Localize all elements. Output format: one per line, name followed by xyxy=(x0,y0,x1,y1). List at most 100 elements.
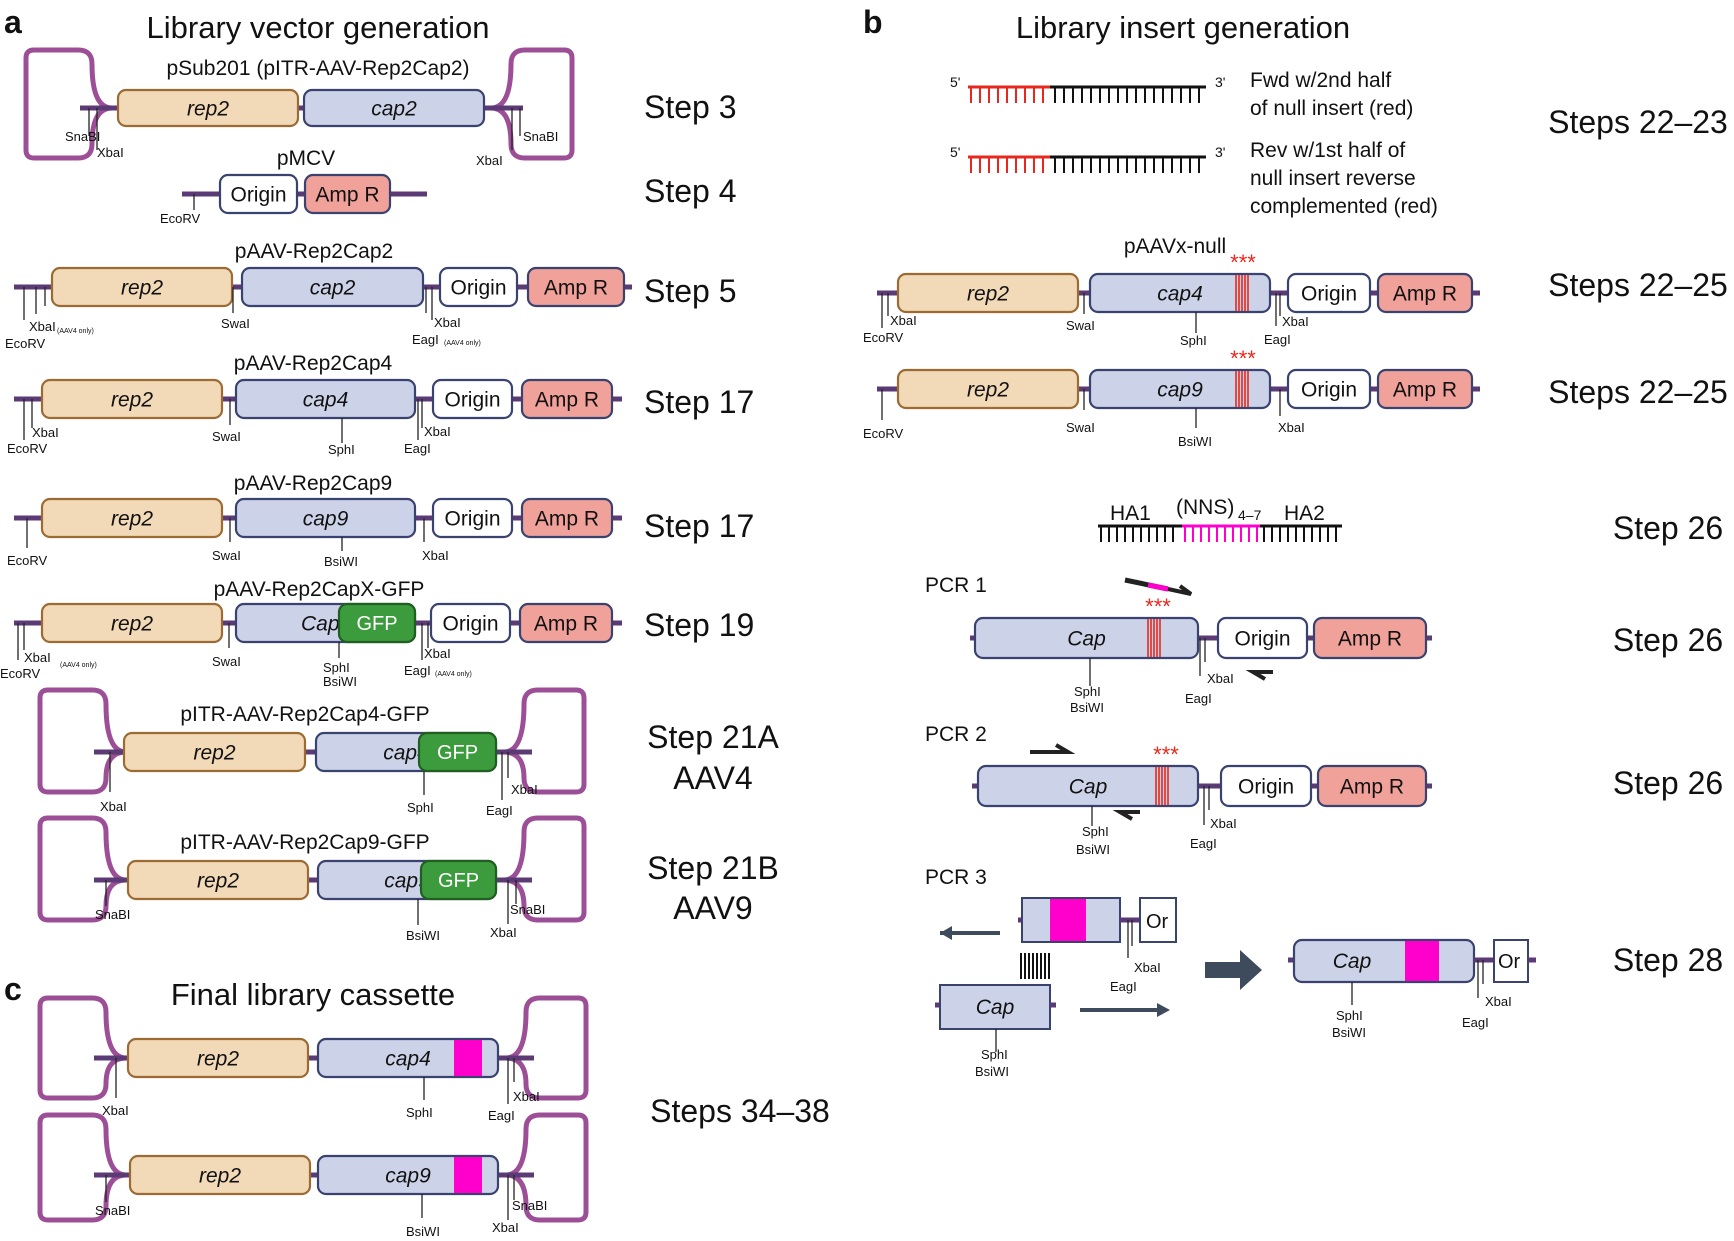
rep2-gene xyxy=(40,602,224,644)
restriction-site-label: XbaI xyxy=(1207,671,1234,686)
restriction-site-label: SnaBI xyxy=(512,1198,547,1213)
cap-gene-label: cap4 xyxy=(383,742,429,765)
rep2-gene-label: rep2 xyxy=(187,98,229,121)
restriction-site-label: SphI xyxy=(1180,333,1207,348)
rep2-gene xyxy=(40,378,224,420)
restriction-site-label: SphI xyxy=(407,800,434,815)
rep2-gene xyxy=(122,731,307,773)
restriction-site-label: XbaI xyxy=(1134,960,1161,975)
origin-box xyxy=(1286,368,1372,410)
restriction-site-label: XbaI xyxy=(100,799,127,814)
cap-label: Cap xyxy=(976,996,1015,1019)
restriction-site-label: EagI xyxy=(404,663,431,678)
cap-gene-label: cap9 xyxy=(385,1165,431,1188)
restriction-site-label: BsiWI xyxy=(406,928,440,943)
restriction-site-label: XbaI xyxy=(890,313,917,328)
itr-hairpin-right xyxy=(535,687,587,795)
restriction-site-label: XbaI xyxy=(24,650,51,665)
nns-subscript: 4–7 xyxy=(1238,507,1262,523)
variable-region xyxy=(1050,899,1086,941)
restriction-site-label: SnaBI xyxy=(65,129,100,144)
restriction-site-label: XbaI xyxy=(102,1103,129,1118)
origin-box xyxy=(1219,764,1313,808)
origin-box-label: Origin xyxy=(444,389,500,412)
restriction-site-label: SwaI xyxy=(1066,318,1095,333)
restriction-site-label: XbaI xyxy=(1485,994,1512,1009)
restriction-site-label: SnaBI xyxy=(95,907,130,922)
restriction-site-label: SphI xyxy=(406,1105,433,1120)
rep2-gene xyxy=(896,272,1080,314)
origin-box xyxy=(218,173,299,215)
variable-region xyxy=(1405,941,1439,981)
construct-title: pAAV-Rep2Cap2 xyxy=(235,240,393,263)
panel-title-a: Library vector generation xyxy=(147,10,490,45)
rep2-gene-label: rep2 xyxy=(111,613,153,636)
primer-end-label: 5' xyxy=(950,144,960,160)
primer-description: Fwd w/2nd half xyxy=(1250,69,1391,92)
cap-gene-label: cap4 xyxy=(1157,283,1203,306)
homology-arm-label: HA2 xyxy=(1284,502,1325,525)
itr-hairpin-right xyxy=(493,995,543,1061)
homology-arm-label: HA1 xyxy=(1110,502,1151,525)
restriction-site-label: XbaI xyxy=(1278,420,1305,435)
cap-gene-label: cap9 xyxy=(1157,379,1203,402)
ampr-box-label: Amp R xyxy=(1340,776,1404,799)
panel-letter-a: a xyxy=(4,4,22,40)
restriction-site-label: XbaI xyxy=(424,646,451,661)
primer-description: null insert reverse xyxy=(1250,167,1416,190)
itr-hairpin-left xyxy=(37,995,95,1101)
extension-arrow xyxy=(940,926,952,940)
construct-title: pAAV-Rep2Cap4 xyxy=(234,352,393,375)
construct-title: pITR-AAV-Rep2Cap9-GFP xyxy=(180,831,429,854)
cap-gene-label: cap4 xyxy=(303,389,349,412)
step-label: Step 17 xyxy=(644,384,754,420)
restriction-site-label: EagI xyxy=(1190,836,1217,851)
restriction-site-label: EagI xyxy=(1110,979,1137,994)
origin-partial-label: Or xyxy=(1498,951,1521,973)
restriction-site-label: XbaI xyxy=(29,319,56,334)
restriction-site-label: SwaI xyxy=(1066,420,1095,435)
restriction-site-label: EcoRV xyxy=(863,330,904,345)
rep2-gene xyxy=(128,1154,312,1196)
primer-end-label: 3' xyxy=(1215,74,1225,90)
origin-partial-label: Or xyxy=(1146,911,1169,933)
primer-arrow xyxy=(1245,670,1273,681)
restriction-site-label: XbaI xyxy=(513,1089,540,1104)
ampr-box-label: Amp R xyxy=(544,277,608,300)
cap-gene xyxy=(234,497,417,539)
cap-gene-label: Cap xyxy=(1069,776,1108,799)
restriction-site-label: EagI xyxy=(404,441,431,456)
step-label: Step 3 xyxy=(644,89,737,125)
rep2-gene-label: rep2 xyxy=(967,283,1009,306)
origin-box-label: Origin xyxy=(1234,628,1290,651)
ampr-box xyxy=(1376,368,1474,410)
step-label: Steps 22–25 xyxy=(1548,374,1728,410)
restriction-site-label: EcoRV xyxy=(5,336,46,351)
pcr3-fragment xyxy=(939,984,1051,1030)
restriction-site-label: SnaBI xyxy=(523,129,558,144)
origin-box-label: Origin xyxy=(450,277,506,300)
rep2-gene-label: rep2 xyxy=(199,1165,241,1188)
origin-box xyxy=(438,266,519,308)
ampr-box xyxy=(1316,764,1428,808)
cap-gene-label: Cap xyxy=(1067,628,1106,651)
origin-box xyxy=(431,378,514,420)
origin-box xyxy=(1216,616,1309,660)
origin-box-label: Origin xyxy=(1301,283,1357,306)
step-label: Steps 34–38 xyxy=(650,1093,830,1129)
cap-gene xyxy=(234,378,417,420)
step-label: Step 28 xyxy=(1613,942,1723,978)
step-label: Step 19 xyxy=(644,607,754,643)
itr-hairpin-left xyxy=(37,815,95,923)
rep2-gene xyxy=(40,497,224,539)
rep2-gene xyxy=(126,1037,310,1079)
step-label: Step 17 xyxy=(644,508,754,544)
itr-hairpin-left xyxy=(89,749,129,795)
restriction-site-label: EagI xyxy=(412,332,439,347)
rep2-gene xyxy=(896,368,1080,410)
assembly-arrow xyxy=(1205,950,1262,990)
ampr-box-label: Amp R xyxy=(315,184,379,207)
primer-arrow xyxy=(1147,582,1169,592)
restriction-site-label: XbaI xyxy=(511,782,538,797)
itr-hairpin-right xyxy=(491,687,541,755)
